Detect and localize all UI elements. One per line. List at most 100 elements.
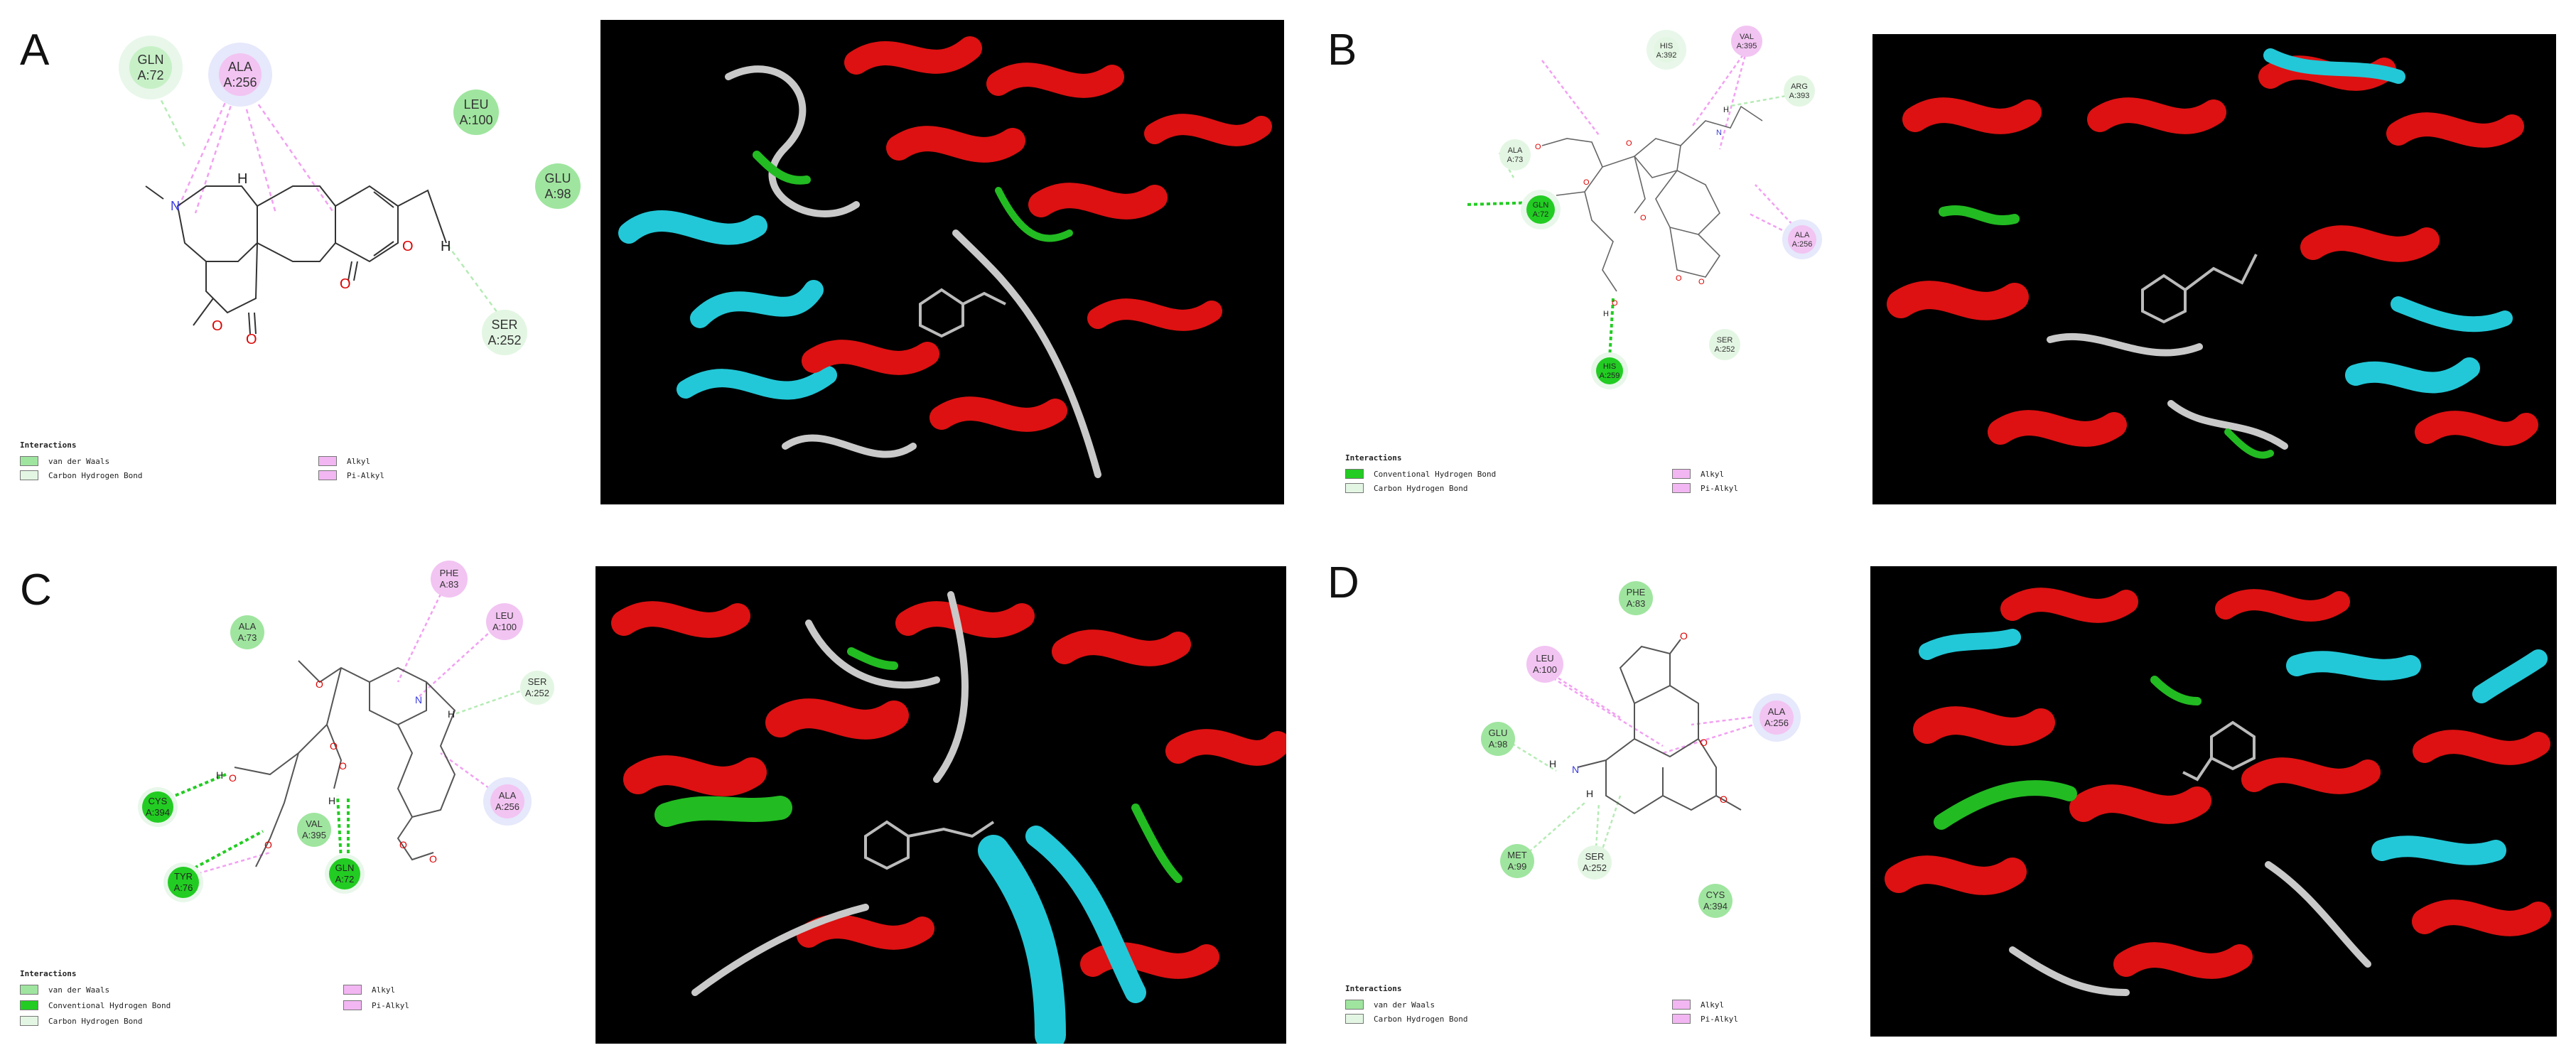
- svg-text:LEU: LEU: [495, 610, 513, 621]
- svg-text:GLU: GLU: [1489, 728, 1508, 738]
- residue-ala256: ALA A:256: [1752, 693, 1801, 742]
- svg-text:ALA: ALA: [499, 790, 517, 801]
- panel-letter-b: B: [1327, 26, 1357, 75]
- legend-item: van der Waals: [1345, 1000, 1435, 1010]
- ligand-3d: [864, 820, 995, 870]
- ligand-3d: [2182, 720, 2256, 782]
- ligand-b: [1541, 105, 1763, 292]
- residue-met99: MET A:99: [1500, 844, 1534, 878]
- panel-letter-a: A: [20, 26, 50, 75]
- svg-text:SER: SER: [1717, 336, 1733, 345]
- atom-o: O: [330, 740, 338, 752]
- ligand-3d: [2141, 254, 2258, 324]
- residue-ala256: ALA A:256: [1782, 220, 1822, 259]
- svg-text:A:392: A:392: [1656, 51, 1677, 60]
- svg-text:GLN: GLN: [335, 862, 355, 873]
- ligand-3d: [919, 288, 1006, 338]
- svg-text:A:72: A:72: [137, 68, 163, 82]
- legend-item: Carbon Hydrogen Bond: [20, 1016, 142, 1026]
- legend-item: Alkyl: [343, 985, 395, 995]
- svg-text:GLU: GLU: [544, 171, 571, 185]
- atom-o: O: [1535, 143, 1541, 151]
- svg-text:A:252: A:252: [1715, 345, 1735, 354]
- atom-o: O: [402, 239, 414, 254]
- interaction-diagram-d: N H H O O O PHE A:83 LEU A:100 ALA A:256…: [1481, 581, 1801, 918]
- atom-h: H: [237, 171, 247, 187]
- atom-o: O: [1612, 299, 1618, 308]
- atom-h: H: [1603, 310, 1609, 318]
- atom-h: H: [216, 769, 223, 781]
- svg-text:A:72: A:72: [1533, 210, 1549, 219]
- residue-ser252: SER A:252: [520, 671, 554, 705]
- residue-val395: VAL A:395: [297, 813, 331, 847]
- svg-text:GLN: GLN: [1533, 201, 1549, 210]
- svg-text:A:98: A:98: [544, 187, 571, 201]
- residue-ser252: SER A:252: [1578, 845, 1612, 880]
- interaction-diagram-b: O O O O O O O O N H H H HIS A:392 VAL A:…: [1465, 26, 1822, 389]
- svg-text:A:395: A:395: [302, 830, 326, 840]
- svg-text:A:100: A:100: [459, 113, 492, 127]
- svg-text:SER: SER: [491, 318, 517, 332]
- legend-item: Alkyl: [318, 456, 370, 466]
- residue-phe83: PHE A:83: [431, 561, 468, 597]
- residue-cys394: CYS A:394: [1698, 884, 1732, 918]
- svg-text:A:98: A:98: [1489, 739, 1508, 750]
- svg-text:CYS: CYS: [1706, 889, 1725, 900]
- panel-letter-c: C: [20, 566, 52, 615]
- legend-b: Interactions Conventional Hydrogen Bond …: [1345, 453, 1843, 503]
- legend-item: Alkyl: [1672, 469, 1724, 479]
- residue-his259: HIS A:259: [1591, 352, 1628, 389]
- interaction-diagram-a: N H O O O O H GLN A:72 ALA A:256 LEU A:1…: [119, 36, 581, 355]
- atom-o: O: [246, 332, 257, 347]
- atom-o: O: [264, 839, 272, 850]
- svg-text:ALA: ALA: [1795, 231, 1810, 239]
- svg-text:A:259: A:259: [1600, 372, 1620, 380]
- ligand-a: [145, 185, 447, 335]
- legend-item: Alkyl: [1672, 1000, 1724, 1010]
- atom-n: N: [1572, 764, 1579, 775]
- svg-text:A:394: A:394: [1703, 901, 1728, 912]
- interaction-lines-d: [1506, 666, 1777, 860]
- svg-text:ALA: ALA: [239, 621, 257, 632]
- atom-h: H: [1723, 106, 1729, 114]
- atom-h: H: [328, 795, 335, 806]
- svg-text:ALA: ALA: [228, 60, 252, 74]
- residue-tyr76: TYR A:76: [163, 862, 203, 902]
- svg-text:ALA: ALA: [1768, 706, 1786, 717]
- svg-text:A:73: A:73: [1507, 156, 1524, 164]
- legend-item: van der Waals: [20, 456, 109, 466]
- atom-h: H: [441, 239, 451, 254]
- atom-o: O: [1720, 794, 1728, 805]
- residue-ala73: ALA A:73: [1499, 139, 1531, 171]
- atom-o: O: [339, 760, 347, 772]
- svg-text:MET: MET: [1507, 850, 1527, 860]
- atom-n: N: [1716, 129, 1722, 137]
- residue-his392: HIS A:392: [1647, 30, 1686, 70]
- svg-text:CYS: CYS: [149, 796, 168, 806]
- atom-h: H: [1586, 788, 1593, 799]
- atom-o: O: [399, 839, 407, 850]
- legend-item: Carbon Hydrogen Bond: [20, 470, 142, 480]
- svg-text:SER: SER: [1585, 851, 1605, 862]
- svg-text:HIS: HIS: [1603, 362, 1616, 371]
- legend-item: Carbon Hydrogen Bond: [1345, 1014, 1467, 1024]
- atom-o: O: [1583, 178, 1590, 187]
- residue-leu100: LEU A:100: [1526, 646, 1563, 683]
- atom-o: O: [429, 853, 437, 865]
- protein-structure-c: [596, 566, 1286, 1044]
- svg-text:A:395: A:395: [1737, 42, 1757, 50]
- svg-text:VAL: VAL: [1740, 33, 1754, 41]
- legend-item: Pi-Alkyl: [343, 1000, 409, 1010]
- legend-item: Pi-Alkyl: [1672, 483, 1738, 493]
- residue-ala256: ALA A:256: [483, 777, 532, 826]
- legend-title: Interactions: [1345, 984, 1402, 993]
- svg-text:A:72: A:72: [335, 874, 355, 885]
- line-ala256-b: [194, 83, 239, 214]
- line-ser252: [446, 244, 499, 313]
- legend-c: Interactions van der Waals Conventional …: [20, 969, 517, 1040]
- residue-ser252: SER A:252: [1709, 329, 1740, 360]
- protein-structure-b: [1872, 34, 2556, 504]
- svg-text:A:256: A:256: [1792, 240, 1813, 249]
- legend-title: Interactions: [20, 440, 77, 450]
- panel-letter-d: D: [1327, 558, 1359, 607]
